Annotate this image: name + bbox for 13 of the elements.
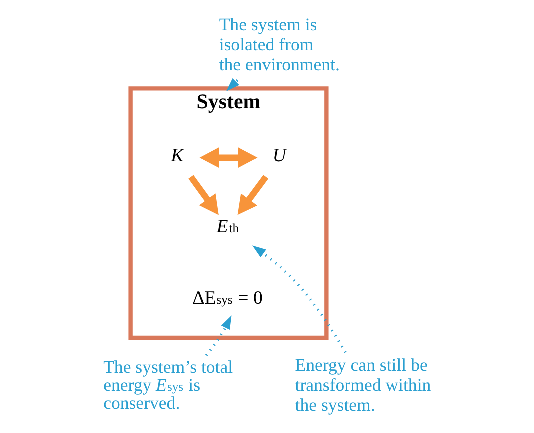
node-text: The system’s total energy Esys is conserved.	[103, 357, 233, 413]
arrow	[188, 175, 218, 216]
arrow	[226, 78, 239, 92]
arrow	[237, 175, 268, 216]
node-text: Eth	[216, 216, 239, 238]
node-text: ΔEsys = 0	[192, 288, 262, 309]
arrow	[199, 148, 258, 168]
arrow	[252, 246, 346, 354]
arrow	[204, 316, 232, 356]
node-text: The system is isolated from the environment.	[218, 14, 340, 74]
node-text: Energy can still be transformed within the system.	[294, 355, 431, 415]
node-text: U	[272, 145, 286, 166]
node-text: K	[170, 145, 184, 166]
